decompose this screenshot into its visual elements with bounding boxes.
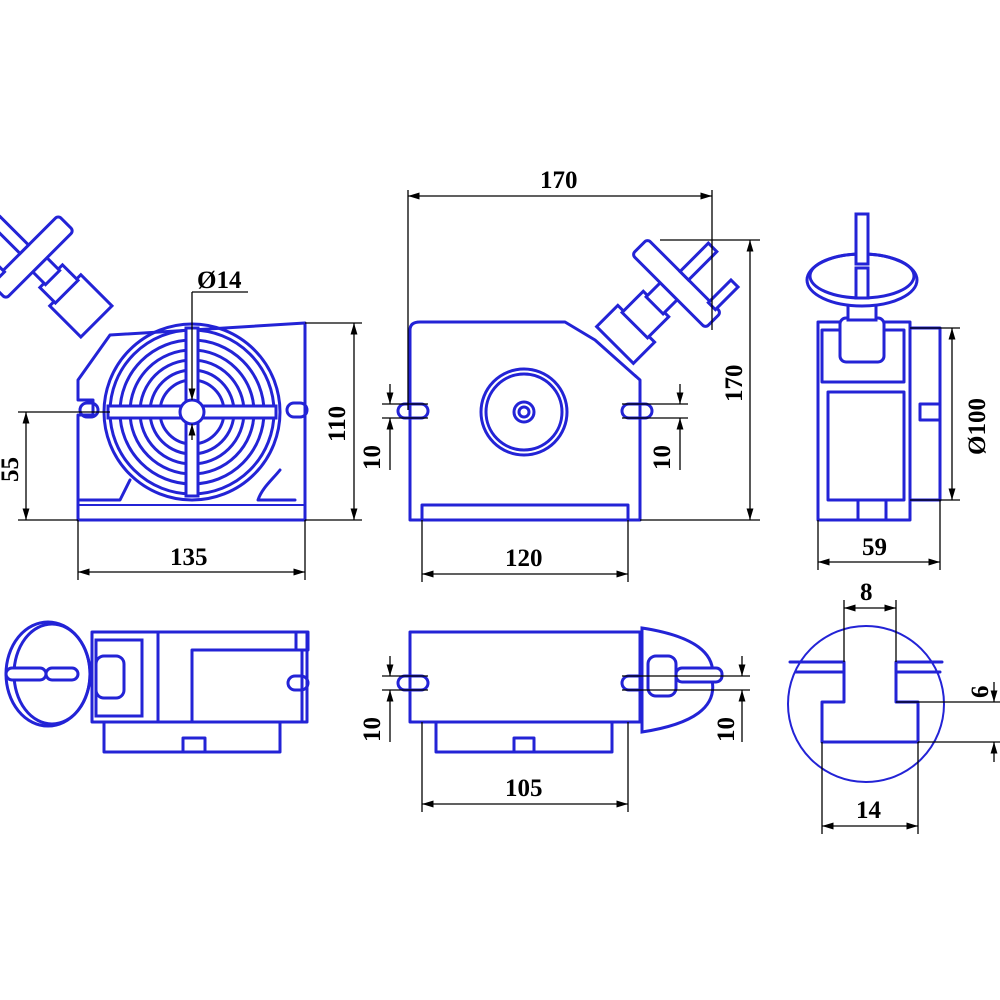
end-view-foot	[856, 498, 888, 522]
dim-bottom-base: 105	[505, 775, 543, 802]
dim-bore-diameter: Ø14	[197, 267, 242, 294]
dim-bottom-slot-right: 10	[713, 717, 740, 742]
dim-tslot-bottom: 14	[856, 797, 882, 824]
dim-side-slot-right: 10	[649, 445, 676, 470]
bottom-left-view	[4, 620, 310, 754]
dim-side-base: 120	[505, 545, 543, 572]
tslot-detail-circle	[787, 625, 945, 783]
end-view-table-edge	[908, 326, 942, 502]
front-view-body	[76, 321, 307, 522]
tslot-detail-view	[787, 625, 945, 783]
dim-front-center-height: 55	[0, 457, 24, 482]
side-view-dimensions: 170 170 10 10 120	[359, 167, 760, 582]
tslot-detail-profile	[788, 660, 944, 744]
bl-view-step	[294, 630, 310, 652]
dim-bottom-slot-left: 10	[359, 717, 386, 742]
tslot-detail-dimensions: 8 6 14	[821, 579, 1000, 834]
dim-tslot-depth: 6	[967, 686, 994, 699]
dim-end-diameter: Ø100	[964, 398, 991, 455]
end-view-dimensions: Ø100 59	[817, 327, 991, 570]
side-view-inner	[420, 503, 630, 522]
front-view-right-foot	[256, 468, 297, 502]
dim-end-width: 59	[862, 534, 887, 561]
bottom-center-dimensions: 10 10 105	[359, 656, 750, 812]
side-view-boss-inner	[484, 372, 564, 452]
bl-view-base	[102, 720, 282, 754]
end-view-tslot	[918, 402, 942, 422]
side-view	[396, 239, 741, 522]
front-view-left-foot	[78, 478, 132, 502]
side-view-slot-left	[396, 402, 430, 420]
end-view-lower-block	[826, 390, 906, 502]
end-view-hub	[838, 316, 886, 364]
front-view	[0, 214, 309, 522]
bc-view-spindle	[674, 666, 724, 684]
front-view-center-bore	[178, 398, 206, 426]
front-view-dimensions: 135 110 55 Ø14	[0, 267, 362, 580]
bc-view-slot-left	[396, 674, 430, 692]
dim-front-height: 110	[324, 406, 351, 442]
end-view-spindle	[854, 212, 870, 266]
front-view-slot-left	[78, 401, 100, 419]
bl-view-tslot	[181, 736, 207, 754]
end-view	[805, 212, 942, 522]
side-view-body	[408, 320, 642, 522]
dim-top-height: 170	[721, 365, 748, 403]
side-view-boss-outer	[479, 367, 569, 457]
side-view-slot-right	[620, 402, 654, 420]
side-view-center-2	[517, 405, 531, 419]
bl-view-block	[190, 648, 304, 724]
bl-view-handle	[44, 666, 80, 682]
bl-view-slot	[286, 674, 310, 692]
bc-view-tslot	[512, 736, 536, 754]
bc-view-base	[434, 720, 614, 754]
end-view-handle	[854, 266, 870, 300]
side-view-handwheel	[594, 239, 741, 366]
side-view-center-1	[512, 400, 536, 424]
bl-view-spindle	[4, 666, 48, 682]
front-view-slot-right	[285, 401, 309, 419]
bc-view-body	[408, 630, 642, 724]
dim-side-slot-left: 10	[359, 445, 386, 470]
front-view-handwheel	[0, 214, 115, 340]
bl-view-collar	[94, 654, 126, 700]
dim-front-width: 135	[170, 544, 208, 571]
dim-top-width: 170	[540, 167, 578, 194]
dim-tslot-top: 8	[860, 579, 873, 606]
